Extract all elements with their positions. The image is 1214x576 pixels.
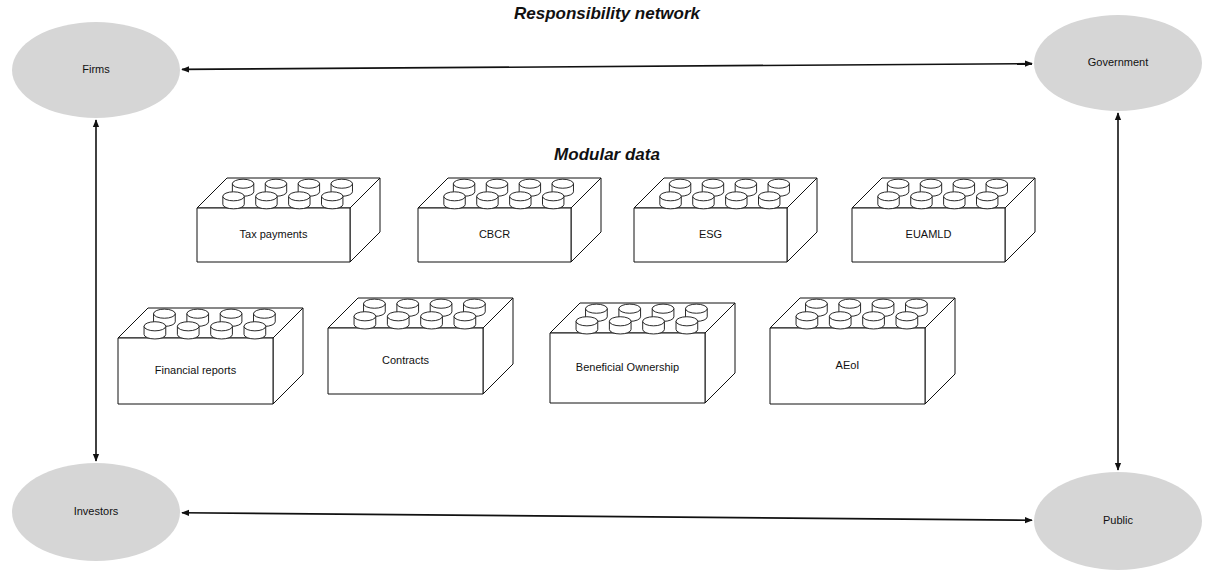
actor-ellipse: Public — [1034, 472, 1202, 570]
node-text-box: CBCR — [418, 228, 571, 241]
node-label: Contracts — [328, 354, 483, 367]
brick-shape — [770, 298, 957, 406]
node-text-box: AEoI — [770, 359, 925, 372]
connector-arrow — [1117, 113, 1119, 470]
node-label: Public — [1034, 514, 1202, 527]
node-label: Government — [1034, 56, 1202, 69]
connector-arrow — [95, 120, 97, 461]
node-label: EUAMLD — [852, 228, 1005, 241]
node-text-box: Public — [1034, 514, 1202, 527]
node-label: Investors — [12, 505, 180, 518]
node-text-box: Beneficial Ownership — [550, 361, 705, 374]
data-brick: Financial reports — [118, 308, 303, 404]
data-brick: CBCR — [418, 178, 601, 262]
brick-shape — [328, 298, 515, 396]
actor-ellipse: Firms — [12, 22, 180, 118]
node-label: Firms — [12, 63, 180, 76]
heading-label: Modular data — [554, 145, 660, 165]
node-label: Tax payments — [197, 228, 350, 241]
node-text-box: EUAMLD — [852, 228, 1005, 241]
brick-shape — [197, 178, 382, 264]
node-label: CBCR — [418, 228, 571, 241]
actor-ellipse: Investors — [12, 463, 180, 561]
data-brick: Contracts — [328, 298, 513, 394]
connector-arrow — [182, 64, 1032, 70]
data-brick: Tax payments — [197, 178, 380, 262]
node-text-box: Investors — [12, 505, 180, 518]
heading-label: Responsibility network — [514, 4, 700, 24]
node-label: Financial reports — [118, 364, 273, 377]
brick-shape — [634, 178, 819, 264]
brick-shape — [418, 178, 603, 264]
node-text-box: Contracts — [328, 354, 483, 367]
brick-shape — [118, 308, 305, 406]
connector-arrow — [182, 513, 1032, 520]
data-brick: EUAMLD — [852, 178, 1035, 262]
node-text-box: Tax payments — [197, 228, 350, 241]
node-label: Beneficial Ownership — [550, 361, 705, 374]
actor-ellipse: Government — [1034, 15, 1202, 111]
node-label: AEoI — [770, 359, 925, 372]
node-text-box: Firms — [12, 63, 180, 76]
node-text-box: Financial reports — [118, 364, 273, 377]
data-brick: Beneficial Ownership — [550, 303, 735, 403]
node-text-box: ESG — [634, 228, 787, 241]
data-brick: AEoI — [770, 298, 955, 404]
brick-shape — [852, 178, 1037, 264]
node-text-box: Government — [1034, 56, 1202, 69]
node-label: ESG — [634, 228, 787, 241]
brick-shape — [550, 303, 737, 405]
data-brick: ESG — [634, 178, 817, 262]
